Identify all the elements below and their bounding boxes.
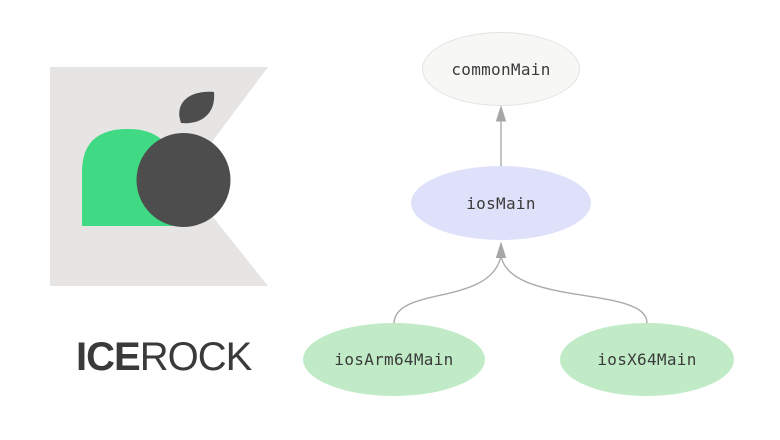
node-label-iosArm64Main: iosArm64Main <box>334 350 454 369</box>
brand-rock: ROCK <box>139 335 253 379</box>
icerock-logo-icon <box>50 67 268 286</box>
arrowhead-to-iosMain <box>495 241 507 258</box>
logo-leaf-icon <box>179 91 215 124</box>
edge-iosArm64Main-iosMain <box>393 257 502 325</box>
node-label-commonMain: commonMain <box>451 59 551 79</box>
node-label-iosMain: iosMain <box>466 193 536 213</box>
node-iosArm64Main: iosArm64Main <box>303 323 485 396</box>
node-iosMain: iosMain <box>411 166 591 240</box>
node-iosX64Main: iosX64Main <box>560 323 734 396</box>
brand-ice: ICE <box>76 335 141 379</box>
edge-iosX64Main-iosMain <box>500 257 648 324</box>
node-label-iosX64Main: iosX64Main <box>597 350 697 369</box>
brand-wordmark: ICEROCK <box>76 335 253 381</box>
node-commonMain: commonMain <box>422 32 580 106</box>
arrowhead-to-commonMain <box>495 105 507 122</box>
icerock-logo <box>50 67 268 286</box>
logo-apple-circle <box>136 133 231 227</box>
